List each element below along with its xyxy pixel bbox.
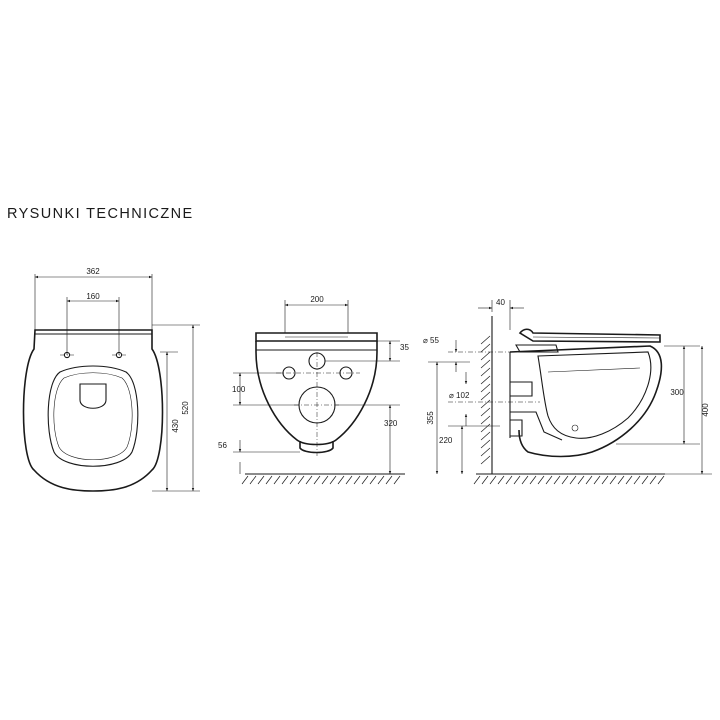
dim-top-width-label: 200 <box>310 295 324 304</box>
dim-seat-length-label: 430 <box>171 419 180 433</box>
dim-d102-label: ⌀ 102 <box>449 391 470 400</box>
front-outlet <box>299 441 334 454</box>
dim-35-label: 35 <box>400 343 409 352</box>
dim-holes-label: 160 <box>86 292 100 301</box>
side-bowl-inner <box>537 351 652 439</box>
seat-lid-profile <box>518 328 661 343</box>
outlet-pipe <box>510 419 523 437</box>
dim-40-label: 40 <box>496 298 505 307</box>
dim-400-label: 400 <box>701 403 710 417</box>
dim-56-label: 56 <box>218 441 227 450</box>
trap-curve <box>510 411 563 441</box>
dim-length-label: 520 <box>181 401 190 415</box>
side-bowl-outer <box>509 345 663 458</box>
side-view: 40 ⌀ 55 ⌀ 102 355 220 <box>423 298 712 485</box>
inlet-pipe <box>510 381 533 397</box>
bowl-outer-outline <box>22 329 164 492</box>
hinge-block <box>515 344 559 353</box>
drawing-title: RYSUNKI TECHNICZNE <box>7 206 194 222</box>
dim-300-label: 300 <box>670 388 684 397</box>
flush-opening <box>79 383 107 409</box>
dim-100-label: 100 <box>232 385 246 394</box>
dim-320-label: 320 <box>384 419 398 428</box>
side-detail-point <box>571 424 579 432</box>
front-bowl-body <box>255 341 378 446</box>
dim-d55-label: ⌀ 55 <box>423 336 439 345</box>
top-view: 362 160 520 430 <box>22 267 200 492</box>
dim-220-label: 220 <box>439 436 453 445</box>
bowl-rim <box>47 365 139 467</box>
dim-width-label: 362 <box>86 267 100 276</box>
dim-355-label: 355 <box>426 411 435 425</box>
front-view: 200 35 320 100 56 <box>218 295 409 485</box>
